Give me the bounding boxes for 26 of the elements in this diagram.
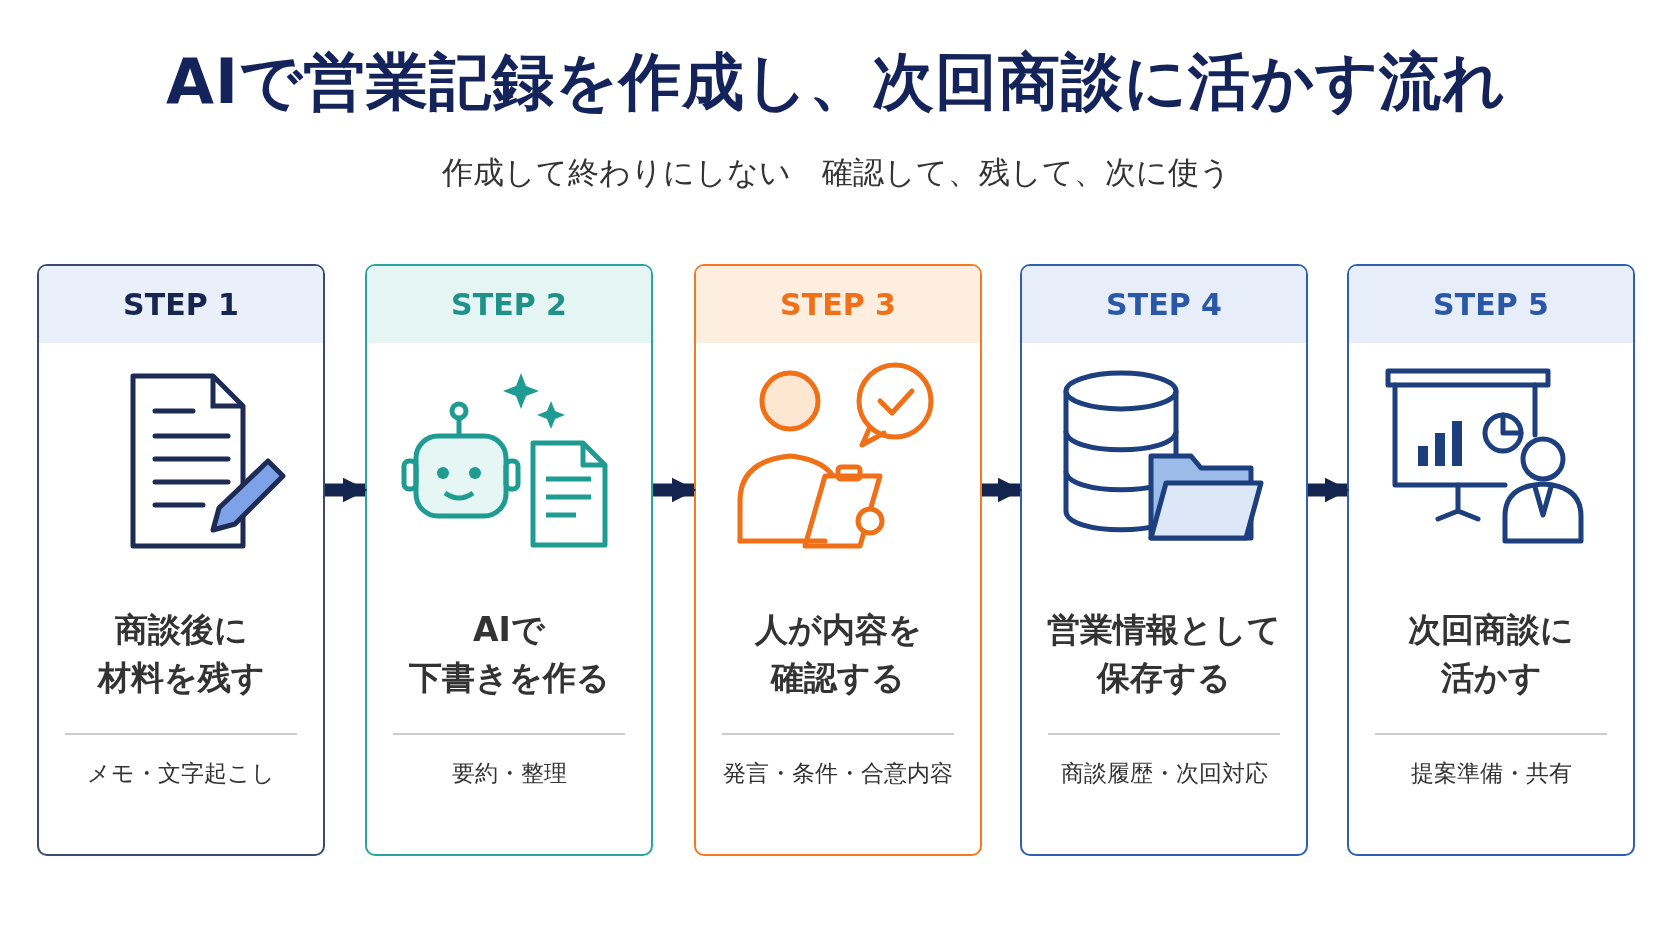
step-title: 次回商談に活かす (1407, 609, 1575, 699)
step-detail: 要約・整理 (450, 759, 568, 788)
step-card (1347, 264, 1635, 856)
arrow (325, 477, 368, 503)
step-title: 営業情報として保存する (1046, 609, 1282, 699)
step-title: 人が内容を確認する (753, 609, 923, 699)
step-detail: 商談履歴・次回対応 (1059, 759, 1269, 788)
title: AIで営業記録を作成し、次回商談に活かす流れ (164, 44, 1508, 120)
step-label: STEP 1 (123, 287, 239, 322)
step-label: STEP 2 (451, 287, 567, 322)
subtitle: 作成して終わりにしない 確認して、残して、次に使う (440, 153, 1232, 192)
step-label: STEP 3 (780, 287, 896, 322)
step-detail: 提案準備・共有 (1409, 759, 1573, 788)
step-card (365, 264, 653, 856)
arrow (653, 477, 697, 503)
step-card (37, 264, 325, 856)
step-title: AIで下書きを作る (407, 609, 611, 699)
step-label: STEP 5 (1433, 287, 1549, 322)
arrow (982, 477, 1023, 503)
step-detail: 発言・条件・合意内容 (722, 759, 954, 788)
step-card (1020, 264, 1308, 856)
arrow (1308, 477, 1350, 503)
step-title: 商談後に材料を残す (96, 609, 266, 699)
step-label: STEP 4 (1106, 287, 1222, 322)
step-detail: メモ・文字起こし (86, 759, 276, 788)
step-card (694, 264, 982, 856)
